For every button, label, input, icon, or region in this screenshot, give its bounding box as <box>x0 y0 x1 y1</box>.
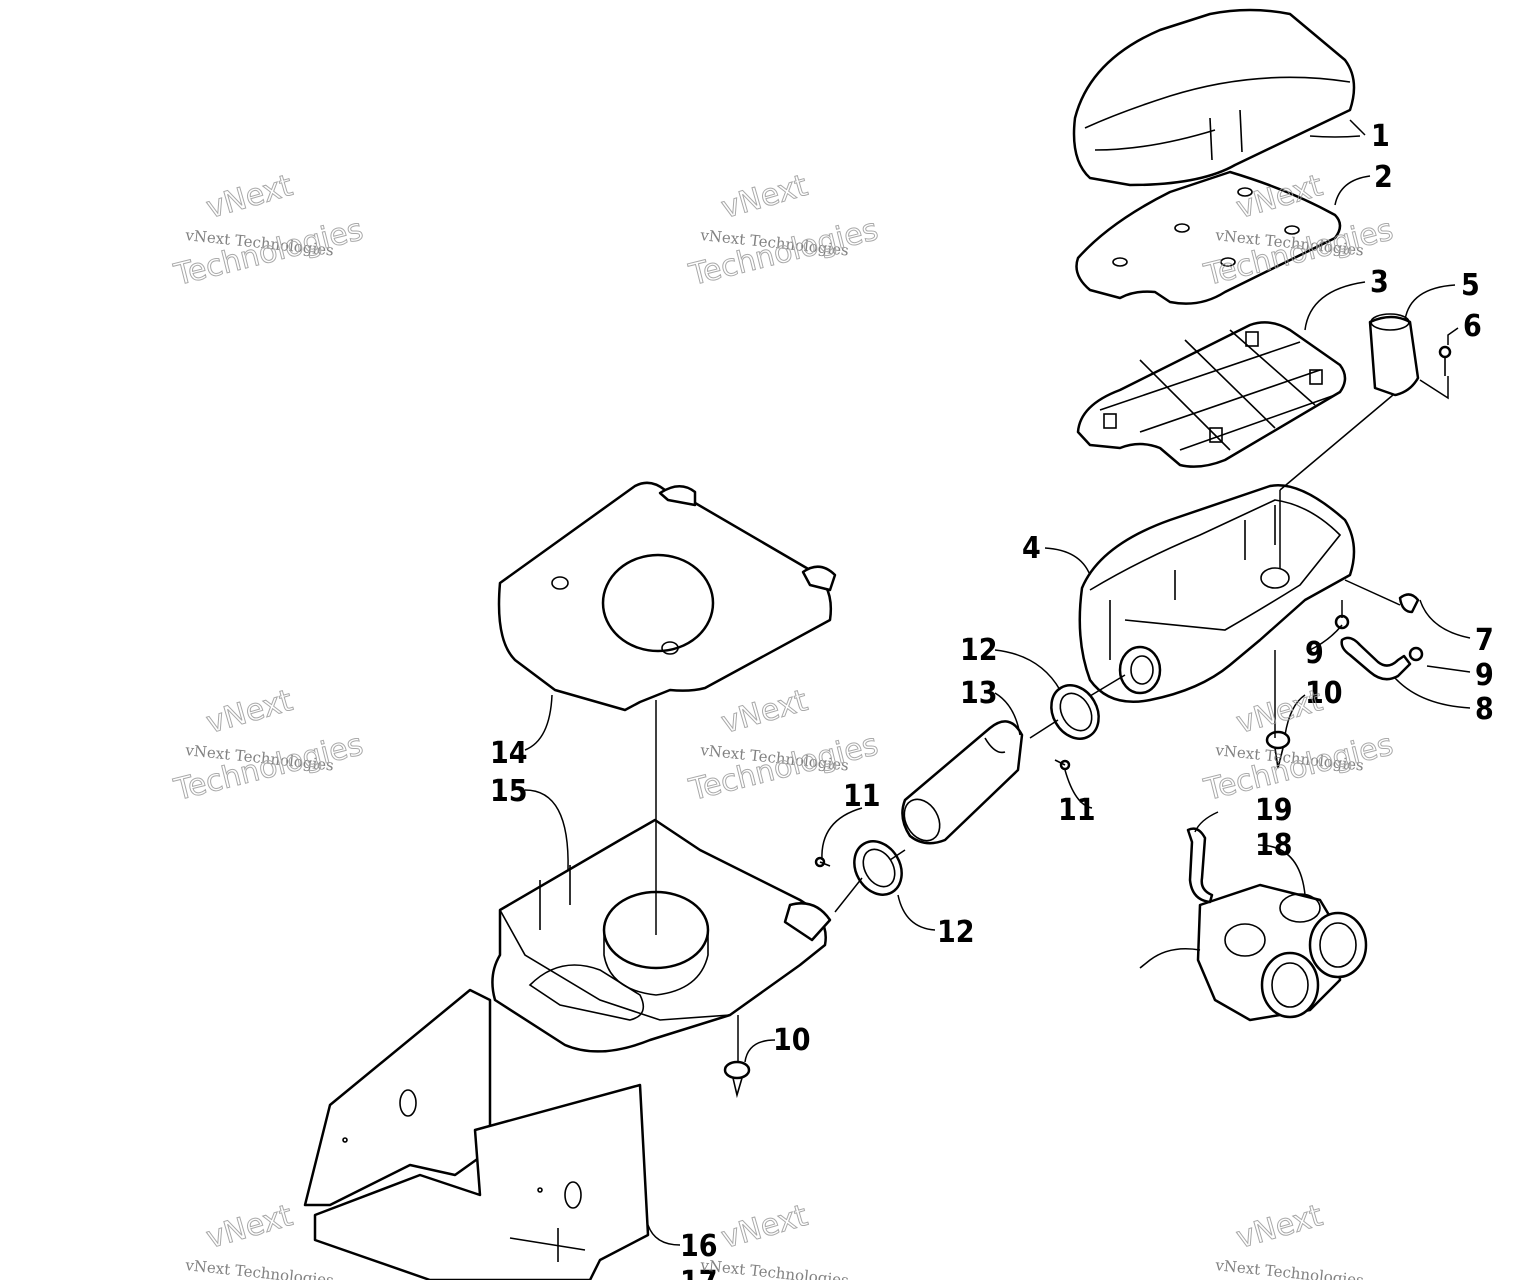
callout-2: 2 <box>1374 160 1393 195</box>
svg-text:Technologies: Technologies <box>1200 727 1396 808</box>
callout-1: 1 <box>1371 119 1390 154</box>
watermark: vNext vNext Technologies <box>1214 1198 1365 1280</box>
svg-text:Technologies: Technologies <box>685 212 881 293</box>
watermark: vNext vNext Technologies <box>699 1198 850 1280</box>
part-14-airbox-top-cover <box>497 481 837 712</box>
watermark: vNext vNext Technologies Technologies <box>170 168 367 294</box>
svg-text:vNext: vNext <box>718 168 812 226</box>
callout-15: 15 <box>490 774 528 809</box>
callout-10b: 10 <box>773 1023 811 1058</box>
callouts: 1 2 3 4 5 6 7 9 8 9 10 12 13 11 11 12 14… <box>490 119 1494 1280</box>
callout-4: 4 <box>1022 531 1041 566</box>
callout-14: 14 <box>490 736 528 771</box>
part-17-shield-right <box>313 1083 650 1280</box>
watermark: vNext vNext Technologies Technologies <box>1200 683 1397 809</box>
part-5-breather-tube <box>1368 313 1420 397</box>
callout-9a: 9 <box>1305 636 1324 671</box>
part-19-hose <box>1186 827 1214 904</box>
svg-text:vNext: vNext <box>1233 1198 1327 1256</box>
part-7-clip <box>1398 593 1420 614</box>
svg-text:vNext: vNext <box>718 1198 812 1256</box>
svg-text:Technologies: Technologies <box>170 212 366 293</box>
watermark: vNext vNext Technologies <box>184 1198 335 1280</box>
svg-text:vNext: vNext <box>203 168 297 226</box>
callout-12b: 12 <box>937 915 975 950</box>
watermark: vNext vNext Technologies Technologies <box>685 168 882 294</box>
watermark: vNext vNext Technologies Technologies <box>170 683 367 809</box>
svg-text:Technologies: Technologies <box>170 727 366 808</box>
callout-8: 8 <box>1475 692 1494 727</box>
callout-6: 6 <box>1463 309 1482 344</box>
svg-text:vNext Technologies: vNext Technologies <box>699 1256 850 1280</box>
part-8-drain-hose <box>1340 636 1412 681</box>
callout-11a: 11 <box>843 779 881 814</box>
part-3-filter-cage <box>1076 321 1403 468</box>
callout-10a: 10 <box>1305 676 1343 711</box>
part-11-screw <box>814 759 1071 868</box>
leader-lines <box>509 119 1471 1251</box>
callout-13: 13 <box>960 676 998 711</box>
callout-7: 7 <box>1475 623 1494 658</box>
part-4-airbox-lower <box>1078 484 1356 704</box>
callout-5: 5 <box>1461 268 1480 303</box>
callout-17: 17 <box>680 1265 718 1280</box>
callout-18: 18 <box>1255 828 1293 863</box>
svg-text:vNext Technologies: vNext Technologies <box>184 1256 335 1280</box>
part-1-airbox-cover <box>1072 8 1356 187</box>
svg-text:vNext: vNext <box>718 683 812 741</box>
part-10-grommet <box>723 730 1291 1099</box>
callout-16: 16 <box>680 1229 718 1264</box>
svg-text:vNext Technologies: vNext Technologies <box>1214 1256 1365 1280</box>
callout-19: 19 <box>1255 793 1293 828</box>
part-12-hose-clamp <box>853 684 1100 896</box>
part-18-throttle-body <box>1139 883 1368 1022</box>
part-13-intake-boot <box>901 720 1024 845</box>
part-16-shield-left <box>303 988 492 1207</box>
callout-3: 3 <box>1370 265 1389 300</box>
part-15-airbox-base <box>491 818 832 1053</box>
part-6-screw <box>1438 345 1452 376</box>
svg-text:vNext: vNext <box>203 1198 297 1256</box>
part-2-air-filter <box>1075 170 1342 305</box>
callout-9b: 9 <box>1475 658 1494 693</box>
svg-text:vNext: vNext <box>203 683 297 741</box>
callout-12a: 12 <box>960 633 998 668</box>
callout-11b: 11 <box>1058 793 1096 828</box>
